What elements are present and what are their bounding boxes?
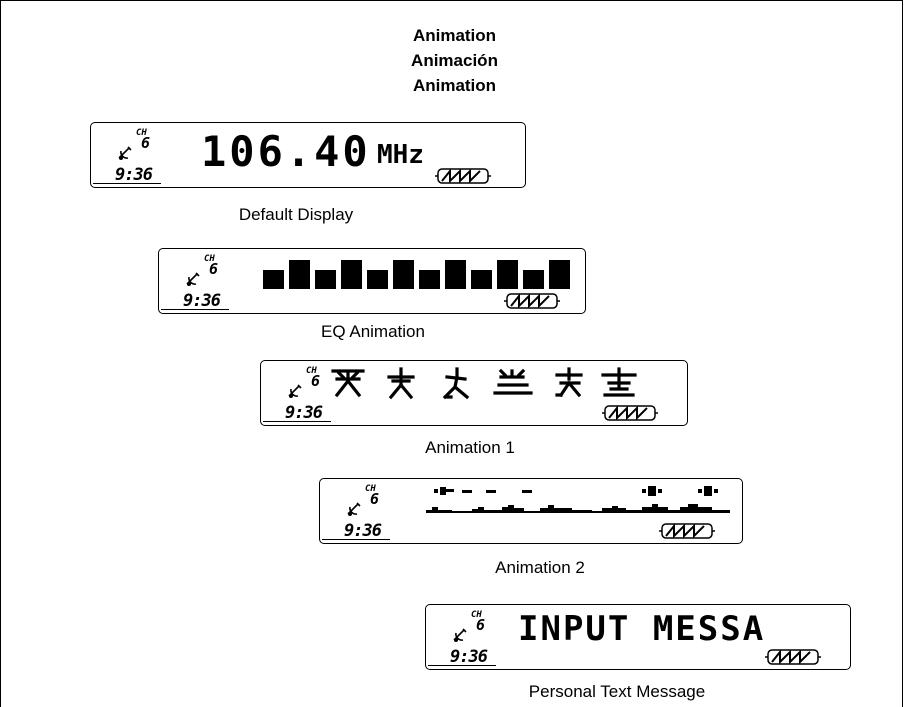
signal-battery-icon: [765, 649, 821, 665]
clock: 9:36: [450, 647, 488, 667]
eq-bar: [315, 270, 336, 289]
eq-bar-graph: [263, 260, 570, 289]
lcd-animation-2: CH 6 9:36: [319, 478, 743, 544]
eq-bar: [445, 260, 466, 289]
channel-number: 6: [476, 616, 486, 634]
clock: 9:36: [183, 291, 221, 311]
eq-bar: [497, 260, 518, 289]
figure-icon: [387, 367, 415, 400]
clock: 9:36: [285, 403, 323, 423]
title-english: Animation: [412, 26, 497, 45]
satellite-icon: [186, 272, 200, 286]
flying-objects: [434, 486, 718, 496]
clock: 9:36: [344, 521, 382, 541]
figure-icon: [331, 369, 365, 398]
channel-number: 6: [370, 490, 380, 508]
title-spanish: Animación: [411, 51, 498, 70]
eq-bar: [263, 270, 284, 289]
satellite-icon: [288, 384, 302, 398]
eq-bar: [367, 270, 388, 289]
channel-label: CH: [471, 610, 482, 620]
lcd-personal-text-message: CH 6 9:36 INPUT MESSA: [425, 604, 851, 670]
eq-bar: [289, 260, 310, 289]
frequency-readout: 106.40: [201, 127, 371, 176]
eq-bar: [393, 260, 414, 289]
signal-battery-icon: [435, 168, 491, 184]
satellite-icon: [453, 628, 467, 642]
channel-label: CH: [365, 484, 376, 494]
caption-animation-1: Animation 1: [425, 438, 515, 457]
channel-label: CH: [306, 366, 317, 376]
channel-number: 6: [141, 134, 151, 152]
eq-bar: [419, 270, 440, 289]
caption-eq-animation: EQ Animation: [321, 322, 425, 341]
signal-battery-icon: [504, 293, 560, 309]
clock-underline: [428, 665, 496, 667]
clock-underline: [322, 539, 390, 541]
dancing-figures-animation: [331, 367, 637, 400]
figure-icon: [555, 367, 583, 398]
ground-terrain: [412, 504, 730, 513]
figure-icon: [601, 367, 637, 397]
eq-bar: [523, 270, 544, 289]
clock-underline: [161, 309, 229, 311]
lcd-eq-animation: CH 6 9:36: [158, 248, 586, 314]
lcd-animation-1: CH 6 9:36: [260, 360, 688, 426]
clock-underline: [93, 183, 161, 185]
frequency-unit: MHz: [377, 140, 424, 170]
landscape-animation: [412, 486, 730, 513]
clock-underline: [263, 421, 331, 423]
channel-label: CH: [136, 128, 147, 138]
signal-battery-icon: [659, 523, 715, 539]
eq-bar: [341, 260, 362, 289]
satellite-icon: [347, 502, 361, 516]
satellite-icon: [118, 146, 132, 160]
channel-number: 6: [311, 372, 321, 390]
signal-battery-icon: [602, 405, 658, 421]
channel-label: CH: [204, 254, 215, 264]
message-readout: INPUT MESSA: [518, 609, 766, 649]
caption-animation-2: Animation 2: [495, 558, 585, 577]
lcd-default-display: CH 6 9:36 106.40 MHz: [90, 122, 526, 188]
figure-icon: [442, 367, 470, 400]
channel-number: 6: [209, 260, 219, 278]
caption-default-display: Default Display: [238, 205, 354, 224]
figure-icon: [493, 368, 533, 395]
clock: 9:36: [115, 165, 153, 185]
eq-bar: [549, 260, 570, 289]
eq-bar: [471, 270, 492, 289]
caption-personal-text-message: Personal Text Message: [528, 682, 706, 701]
title-french: Animation: [412, 76, 497, 95]
